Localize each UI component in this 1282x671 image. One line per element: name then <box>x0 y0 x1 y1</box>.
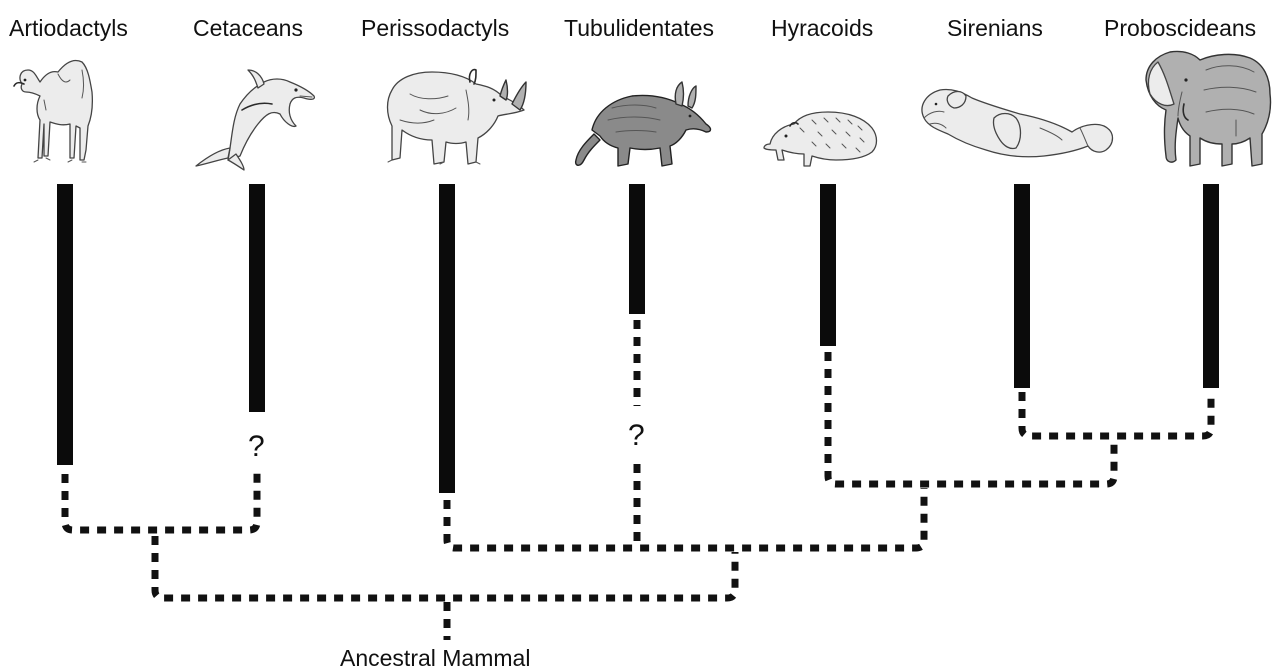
lineage-bar-tubulidentates <box>629 184 645 314</box>
lineage-bar-proboscideans <box>1203 184 1219 388</box>
connector-perissodactyl-group <box>447 488 924 548</box>
rhinoceros-icon <box>388 70 527 164</box>
uncertain-mark-cetaceans: ? <box>248 430 265 463</box>
uncertain-mark-tubulidentates: ? <box>628 419 645 452</box>
root-label: Ancestral Mammal <box>340 645 530 671</box>
aardvark-icon <box>576 82 711 166</box>
taxon-label-perissodactyls: Perissodactyls <box>361 15 509 41</box>
taxon-label-sirenians: Sirenians <box>947 15 1043 41</box>
taxon-label-cetaceans: Cetaceans <box>193 15 303 41</box>
taxon-label-tubulidentates: Tubulidentates <box>564 15 714 41</box>
taxon-label-hyracoids: Hyracoids <box>771 15 873 41</box>
connector-hyracoid-tethytheres <box>828 352 1114 484</box>
camel-icon <box>14 60 92 162</box>
lineage-bar-artiodactyls <box>57 184 73 465</box>
lineage-bar-sirenians <box>1014 184 1030 388</box>
lineage-bar-perissodactyls <box>439 184 455 493</box>
lineage-bar-cetaceans <box>249 184 265 412</box>
hyrax-icon <box>764 112 877 166</box>
connector-sirenian-proboscidean <box>1022 392 1211 436</box>
manatee-icon <box>922 89 1113 156</box>
taxon-label-artiodactyls: Artiodactyls <box>9 15 128 41</box>
dolphin-icon <box>196 70 314 170</box>
connector-artiodactyl-cetacean <box>65 472 257 530</box>
taxon-label-proboscideans: Proboscideans <box>1104 15 1256 41</box>
elephant-icon <box>1146 51 1271 166</box>
lineage-bar-hyracoids <box>820 184 836 346</box>
